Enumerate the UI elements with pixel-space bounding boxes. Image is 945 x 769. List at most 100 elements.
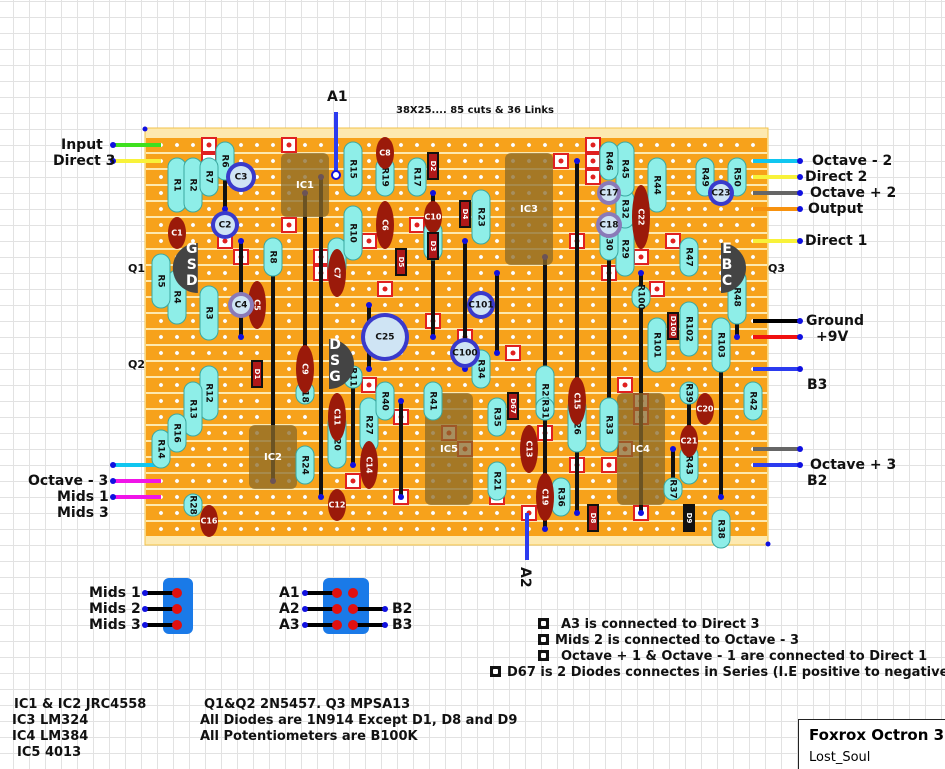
track-cut-mark xyxy=(638,254,644,260)
resistor-label: R15 xyxy=(348,159,358,178)
hole xyxy=(734,510,740,516)
hole xyxy=(334,334,340,340)
hole xyxy=(526,382,532,388)
resistor xyxy=(647,317,667,373)
hole xyxy=(334,302,340,308)
hole xyxy=(446,334,452,340)
hole xyxy=(702,494,708,500)
film-capacitor xyxy=(328,249,346,297)
hole xyxy=(622,318,628,324)
hole xyxy=(430,526,436,532)
resistor-label: R20 xyxy=(332,431,342,450)
film-capacitor xyxy=(696,393,714,425)
hole xyxy=(558,414,564,420)
hole xyxy=(478,446,484,452)
hole xyxy=(366,510,372,516)
resistor-label: R39 xyxy=(684,383,694,402)
hole xyxy=(158,318,164,324)
resistor xyxy=(199,285,219,341)
hole xyxy=(590,478,596,484)
parts-diodes: All Diodes are 1N914 Except D1, D8 and D… xyxy=(200,713,518,728)
hole xyxy=(558,382,564,388)
resistor-label: R42 xyxy=(748,391,758,410)
hole xyxy=(302,430,308,436)
capacitor-label: C13 xyxy=(525,440,534,457)
hole xyxy=(286,238,292,244)
label-direct-1: Direct 1 xyxy=(805,233,868,249)
hole xyxy=(750,254,756,260)
hole xyxy=(606,526,612,532)
capacitor-label: C9 xyxy=(301,363,310,375)
resistor-label: R11 xyxy=(348,367,358,386)
film-capacitor xyxy=(248,281,266,329)
wire-end xyxy=(142,622,148,628)
link-end xyxy=(318,494,324,500)
resistor-label: R25 xyxy=(540,383,550,402)
hole xyxy=(638,526,644,532)
resistor-label: R47 xyxy=(684,247,694,266)
hole xyxy=(526,302,532,308)
hole xyxy=(702,382,708,388)
resistor-label: R100 xyxy=(636,284,646,310)
hole xyxy=(526,398,532,404)
wire-end xyxy=(797,238,803,244)
capacitor-label: C4 xyxy=(235,301,248,311)
hole xyxy=(734,446,740,452)
capacitor-label: C18 xyxy=(599,221,618,231)
film-capacitor xyxy=(376,201,394,249)
link-end xyxy=(494,350,500,356)
ic-label: IC1 xyxy=(296,180,314,191)
hole xyxy=(590,270,596,276)
hole xyxy=(750,270,756,276)
transistor xyxy=(172,243,198,293)
hole xyxy=(622,302,628,308)
hole xyxy=(558,446,564,452)
hole xyxy=(430,142,436,148)
link-end xyxy=(430,334,436,340)
hole xyxy=(686,366,692,372)
hole xyxy=(206,206,212,212)
resistor-label: R34 xyxy=(476,359,486,378)
resistor-label: R1 xyxy=(172,178,182,191)
wire-end xyxy=(797,318,803,324)
resistor xyxy=(535,397,555,421)
hole xyxy=(190,478,196,484)
resistor-label: R103 xyxy=(716,332,726,358)
link-end xyxy=(638,510,644,516)
diode-label: D9 xyxy=(685,513,693,524)
resistor xyxy=(343,205,363,261)
track-cut-mark xyxy=(366,382,372,388)
hole xyxy=(654,254,660,260)
hole xyxy=(446,382,452,388)
hole xyxy=(590,238,596,244)
hole xyxy=(462,158,468,164)
hole xyxy=(590,254,596,260)
hole xyxy=(622,334,628,340)
track-cut-mark xyxy=(350,478,356,484)
hole xyxy=(718,142,724,148)
hole xyxy=(590,286,596,292)
hole xyxy=(190,526,196,532)
connector-pin xyxy=(348,588,358,598)
label-b3-conn: B3 xyxy=(392,617,413,633)
hole xyxy=(558,254,564,260)
wire-end xyxy=(110,494,116,500)
hole xyxy=(446,270,452,276)
hole xyxy=(750,510,756,516)
link-end xyxy=(398,494,404,500)
hole xyxy=(558,526,564,532)
diode-label: D1 xyxy=(253,369,261,380)
transistor-pin-label: D xyxy=(329,337,341,353)
hole xyxy=(222,526,228,532)
hole xyxy=(414,398,420,404)
electrolytic-top xyxy=(454,342,476,364)
hole xyxy=(158,414,164,420)
hole xyxy=(206,430,212,436)
hole xyxy=(734,462,740,468)
hole xyxy=(238,350,244,356)
hole xyxy=(686,494,692,500)
capacitor-label: C7 xyxy=(333,267,342,278)
hole xyxy=(446,222,452,228)
